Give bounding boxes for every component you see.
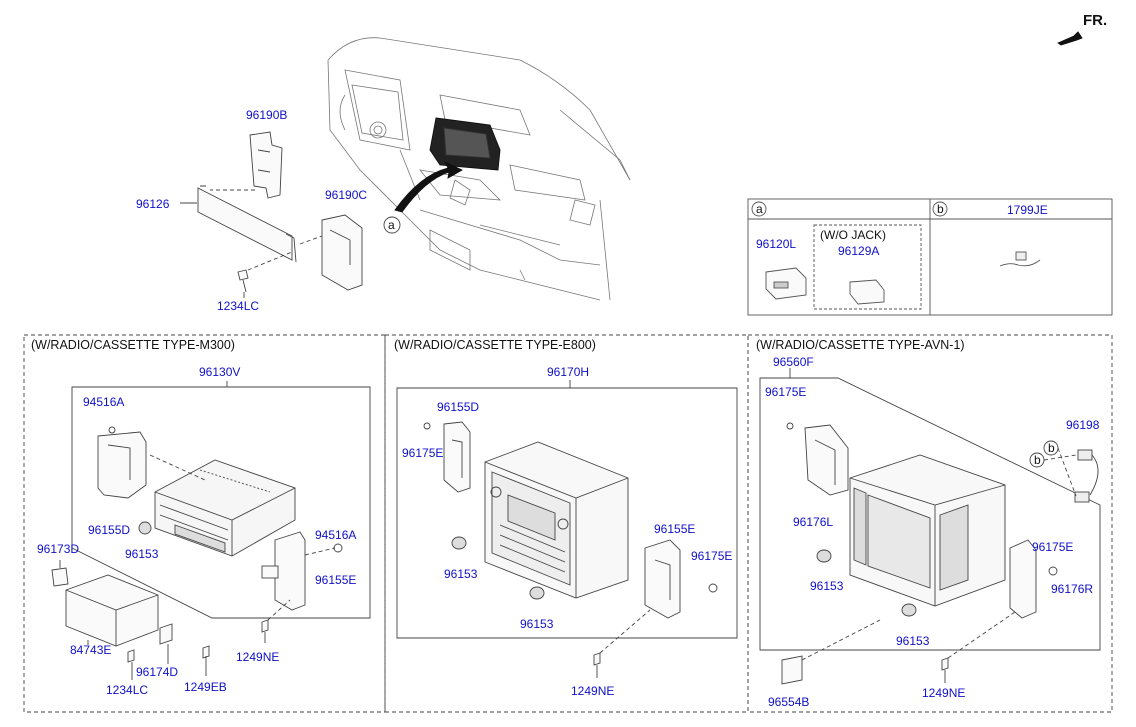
part-label-1249NE[interactable]: 1249NE [571, 684, 615, 698]
avn-knob-1 [816, 549, 832, 563]
avn-radio [849, 454, 1006, 607]
part-label-96153[interactable]: 96153 [125, 547, 159, 561]
e800-knob-2 [529, 586, 545, 600]
part-label-96554B[interactable]: 96554B [768, 695, 810, 709]
avn-box [759, 377, 1101, 651]
section-title-e800: (W/RADIO/CASSETTE TYPE-E800) [394, 338, 596, 352]
m300-clip-96173D [51, 567, 69, 587]
part-label-96170H[interactable]: 96170H [547, 365, 590, 379]
avn-bracket-right [1009, 539, 1037, 619]
callout-a-circle [383, 216, 401, 234]
part-label-1234LC[interactable]: 1234LC [106, 683, 149, 697]
part-label-96155E[interactable]: 96155E [654, 522, 696, 536]
callout-b-label-1: b [1048, 441, 1055, 455]
part-label-96190B[interactable]: 96190B [246, 108, 288, 122]
bracket-96190C [321, 214, 363, 291]
part-label-96173D[interactable]: 96173D [37, 542, 80, 556]
part-label-1249NE[interactable]: 1249NE [236, 650, 280, 664]
part-label-96175E[interactable]: 96175E [691, 549, 733, 563]
part-label-94516A[interactable]: 94516A [83, 395, 125, 409]
e800-knob-1 [451, 536, 467, 550]
faceplate-96126 [197, 185, 297, 263]
part-label-96153[interactable]: 96153 [810, 579, 844, 593]
avn-knob-2 [901, 603, 917, 617]
legend-table [747, 198, 1113, 316]
front-direction-label: FR. [1083, 12, 1108, 29]
e800-bracket-right [644, 539, 681, 619]
part-label-84743E[interactable]: 84743E [70, 643, 112, 657]
e800-bracket-left [443, 421, 471, 493]
m300-box [71, 386, 371, 619]
part-label-96153[interactable]: 96153 [444, 567, 478, 581]
part-label-96176L[interactable]: 96176L [793, 515, 834, 529]
part-label-96155D[interactable]: 96155D [88, 523, 131, 537]
head-unit-highlight [429, 117, 501, 171]
part-label-94516A[interactable]: 94516A [315, 528, 357, 542]
callout-b-label-2: b [1034, 453, 1041, 467]
part-label-96155D[interactable]: 96155D [437, 400, 480, 414]
section-title-m300: (W/RADIO/CASSETTE TYPE-M300) [31, 338, 235, 352]
part-label-96190C[interactable]: 96190C [325, 188, 368, 202]
part-label-96560F[interactable]: 96560F [773, 355, 814, 369]
legend-b-header: b [937, 202, 944, 216]
pointer-arrow [394, 161, 463, 213]
part-label-1234LC[interactable]: 1234LC [217, 299, 260, 313]
part-label-96126[interactable]: 96126 [136, 197, 170, 211]
dashboard-illustration [327, 37, 631, 301]
callout-a-label: a [388, 218, 395, 232]
legend-a-header: a [756, 202, 763, 216]
part-label-1799JE[interactable]: 1799JE [1007, 203, 1048, 217]
part-label-96129A[interactable]: 96129A [838, 244, 880, 258]
part-label-96174D[interactable]: 96174D [136, 665, 179, 679]
screw-1234LC [237, 269, 249, 293]
m300-knob [138, 521, 152, 535]
part-label-96155E[interactable]: 96155E [315, 573, 357, 587]
part-label-96175E[interactable]: 96175E [1032, 540, 1074, 554]
jack-96120L [765, 267, 807, 300]
part-label-96120L[interactable]: 96120L [756, 237, 797, 251]
m300-radio [154, 459, 296, 557]
wo-jack-title: (W/O JACK) [820, 228, 886, 242]
harness-1799JE [999, 251, 1041, 267]
part-label-96175E[interactable]: 96175E [765, 385, 807, 399]
m300-pocket-84743E [65, 574, 159, 647]
part-label-96175E[interactable]: 96175E [402, 446, 444, 460]
front-arrow-icon [1057, 31, 1083, 46]
part-label-96153[interactable]: 96153 [520, 617, 554, 631]
part-label-1249NE[interactable]: 1249NE [922, 686, 966, 700]
bracket-96190B [249, 131, 283, 199]
frame-e800 [384, 334, 749, 713]
avn-connector-96198 [1074, 449, 1099, 503]
part-label-96176R[interactable]: 96176R [1051, 582, 1094, 596]
frame-avn [747, 334, 1113, 713]
m300-bracket-right [261, 531, 306, 611]
m300-bracket-left [97, 431, 147, 499]
part-label-96198[interactable]: 96198 [1066, 418, 1100, 432]
section-title-avn: (W/RADIO/CASSETTE TYPE-AVN-1) [756, 338, 965, 352]
e800-box [396, 387, 738, 639]
avn-bracket-left [804, 424, 849, 496]
part-label-96153[interactable]: 96153 [896, 634, 930, 648]
cover-96129A [849, 279, 885, 305]
part-label-1249EB[interactable]: 1249EB [184, 680, 227, 694]
e800-radio [484, 441, 629, 599]
part-label-96130V[interactable]: 96130V [199, 365, 241, 379]
